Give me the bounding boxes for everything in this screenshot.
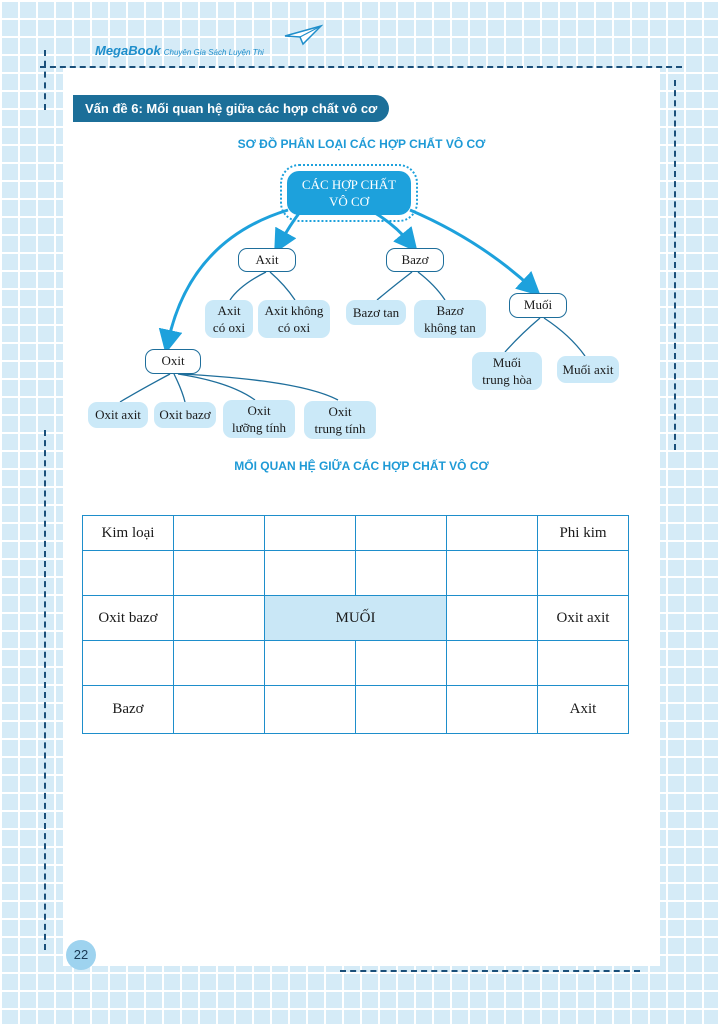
node-basic-oxide: Oxit bazơ	[154, 402, 216, 428]
section-title: Vấn đề 6: Mối quan hệ giữa các hợp chất …	[73, 95, 390, 122]
decorative-dashed-border-left	[44, 430, 46, 950]
cell-empty	[173, 595, 265, 641]
node-text: có oxi	[212, 320, 246, 335]
node-text: Oxit	[247, 403, 271, 418]
cell-base: Bazơ	[82, 685, 174, 734]
arrow-root-to-base	[374, 211, 418, 253]
node-text: Muối axit	[562, 362, 614, 377]
node-acid-salt: Muối axit	[557, 356, 619, 383]
relation-title: MỐI QUAN HỆ GIỮA CÁC HỢP CHẤT VÔ CƠ	[234, 459, 489, 473]
arrow-root-to-acid	[274, 211, 302, 254]
table-row: Bazơ Axit	[82, 685, 629, 734]
cell-acidic-oxide: Oxit axit	[537, 595, 629, 641]
decorative-dashed-border-left-top	[44, 50, 46, 110]
cell-empty	[446, 595, 538, 641]
node-acid-with-oxygen: Axit có oxi	[205, 300, 253, 338]
node-acid: Axit	[238, 248, 296, 272]
node-text: Oxit	[328, 404, 352, 419]
diagram-title: SƠ ĐỒ PHÂN LOẠI CÁC HỢP CHẤT VÔ CƠ	[237, 137, 486, 151]
node-salt: Muối	[509, 293, 567, 318]
cell-empty	[446, 640, 538, 686]
cell-empty	[446, 685, 538, 734]
cell-nonmetal: Phi kim	[537, 515, 629, 551]
node-text: trung hòa	[482, 372, 532, 387]
node-text: Oxit bazơ	[159, 407, 211, 422]
node-text: Axit không	[264, 303, 324, 318]
cell-empty	[264, 685, 356, 734]
node-text: trung tính	[314, 421, 366, 436]
cell-empty	[264, 640, 356, 686]
diagram-connectors	[119, 208, 586, 403]
node-text: có oxi	[277, 320, 311, 335]
cell-metal: Kim loại	[82, 515, 174, 551]
cell-empty	[446, 550, 538, 596]
cell-empty	[82, 550, 174, 596]
cell-empty	[173, 550, 265, 596]
cell-empty	[537, 640, 629, 686]
cell-empty	[173, 515, 265, 551]
diagram-root-node: CÁC HỢP CHẤT VÔ CƠ	[280, 164, 418, 222]
page-number: 22	[66, 940, 96, 970]
table-row: Oxit bazơ MUỐI Oxit axit	[82, 595, 629, 641]
arrow-root-to-salt	[409, 208, 541, 297]
table-row: Kim loại Phi kim	[82, 515, 629, 551]
cell-empty	[446, 515, 538, 551]
paper-plane-icon	[284, 24, 323, 46]
cell-empty	[537, 550, 629, 596]
node-insoluble-base: Bazơ không tan	[414, 300, 486, 338]
decorative-dashed-border-right	[674, 80, 676, 450]
cell-empty	[173, 685, 265, 734]
cell-empty	[355, 640, 447, 686]
cell-empty	[355, 515, 447, 551]
cell-acid: Axit	[537, 685, 629, 734]
node-neutral-salt: Muối trung hòa	[472, 352, 542, 390]
cell-empty	[82, 640, 174, 686]
cell-empty	[264, 515, 356, 551]
root-line-1: CÁC HỢP CHẤT	[301, 177, 397, 192]
node-text: Axit	[217, 303, 241, 318]
arrow-root-to-oxide	[158, 208, 289, 354]
decorative-dashed-border-top	[40, 66, 682, 68]
node-neutral-oxide: Oxit trung tính	[304, 401, 376, 439]
node-soluble-base: Bazơ tan	[346, 300, 406, 325]
cell-empty	[355, 685, 447, 734]
relation-table: Kim loại Phi kim Oxit bazơ MUỐI Oxit axi…	[82, 515, 629, 734]
cell-empty	[355, 550, 447, 596]
table-row	[82, 640, 629, 686]
brand-tagline: Chuyên Gia Sách Luyện Thi	[163, 48, 264, 57]
node-oxide: Oxit	[145, 349, 201, 374]
brand-logo: MegaBook	[95, 43, 161, 58]
node-base: Bazơ	[386, 248, 444, 272]
decorative-dashed-border-bottom	[340, 970, 640, 972]
node-text: Muối	[492, 355, 522, 370]
root-line-2: VÔ CƠ	[328, 194, 370, 209]
node-text: không tan	[424, 320, 476, 335]
cell-salt: MUỐI	[264, 595, 447, 641]
node-text: lưỡng tính	[231, 420, 286, 435]
node-amphoteric-oxide: Oxit lưỡng tính	[223, 400, 295, 438]
cell-empty	[173, 640, 265, 686]
node-text: Bazơ tan	[352, 305, 400, 320]
node-text: Bazơ	[436, 303, 464, 318]
node-text: Oxit axit	[95, 407, 141, 422]
table-row	[82, 550, 629, 596]
node-acid-without-oxygen: Axit không có oxi	[258, 300, 330, 338]
cell-empty	[264, 550, 356, 596]
cell-basic-oxide: Oxit bazơ	[82, 595, 174, 641]
node-acidic-oxide: Oxit axit	[88, 402, 148, 428]
